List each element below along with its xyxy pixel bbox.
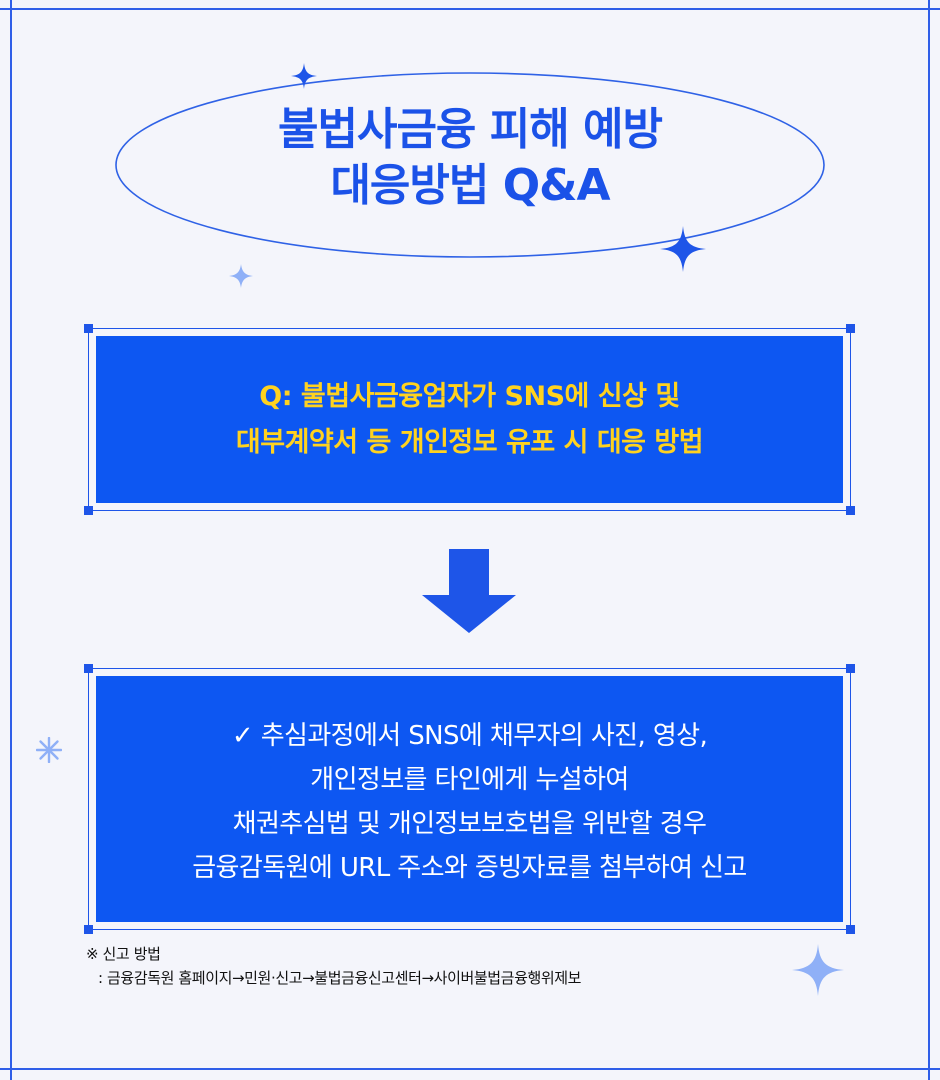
question-box-outline — [88, 328, 851, 511]
title-line-1: 불법사금융 피해 예방 — [278, 104, 663, 155]
question-box: Q: 불법사금융업자가 SNS에 신상 및 대부계약서 등 개인정보 유포 시 … — [96, 336, 843, 503]
title-block: 불법사금융 피해 예방 대응방법 Q&A — [114, 62, 826, 268]
answer-text: ✓ 추심과정에서 SNS에 채무자의 사진, 영상, 개인정보를 타인에게 누설… — [96, 714, 843, 890]
sparkle-icon — [660, 226, 706, 272]
answer-box-outline — [88, 668, 851, 930]
frame-line-right — [928, 0, 930, 1080]
answer-line-1: ✓ 추심과정에서 SNS에 채무자의 사진, 영상, — [231, 721, 708, 751]
answer-box: ✓ 추심과정에서 SNS에 채무자의 사진, 영상, 개인정보를 타인에게 누설… — [96, 676, 843, 922]
answer-line-2: 개인정보를 타인에게 누설하여 — [310, 765, 629, 795]
selection-handle — [846, 925, 855, 934]
frame-line-top — [0, 8, 940, 10]
answer-line-3: 채권추심법 및 개인정보보호법을 위반할 경우 — [232, 809, 707, 839]
selection-handle — [84, 506, 93, 515]
title-line-2: 대응방법 Q&A — [330, 160, 610, 211]
selection-handle — [846, 506, 855, 515]
sparkle-icon — [229, 264, 253, 288]
note-heading: ※ 신고 방법 — [86, 945, 161, 963]
question-line-2: 대부계약서 등 개인정보 유포 시 대응 방법 — [235, 427, 704, 458]
selection-handle — [84, 925, 93, 934]
arrow-down-icon — [422, 549, 516, 633]
report-method-note: ※ 신고 방법 : 금융감독원 홈페이지→민원·신고→불법금융신고센터→사이버불… — [86, 942, 581, 990]
title-ellipse — [115, 72, 825, 258]
question-text: Q: 불법사금융업자가 SNS에 신상 및 대부계약서 등 개인정보 유포 시 … — [96, 374, 843, 466]
note-path: : 금융감독원 홈페이지→민원·신고→불법금융신고센터→사이버불법금융행위제보 — [98, 969, 582, 987]
page-title: 불법사금융 피해 예방 대응방법 Q&A — [114, 102, 826, 214]
frame-line-left — [10, 0, 12, 1080]
selection-handle — [846, 664, 855, 673]
question-line-1: Q: 불법사금융업자가 SNS에 신상 및 — [259, 381, 680, 412]
sparkle-icon — [792, 944, 844, 996]
selection-handle — [846, 324, 855, 333]
asterisk-icon — [36, 737, 62, 763]
frame-line-bottom — [0, 1068, 940, 1070]
sparkle-icon — [291, 63, 317, 89]
answer-line-4: 금융감독원에 URL 주소와 증빙자료를 첨부하여 신고 — [192, 853, 747, 883]
selection-handle — [84, 664, 93, 673]
selection-handle — [84, 324, 93, 333]
